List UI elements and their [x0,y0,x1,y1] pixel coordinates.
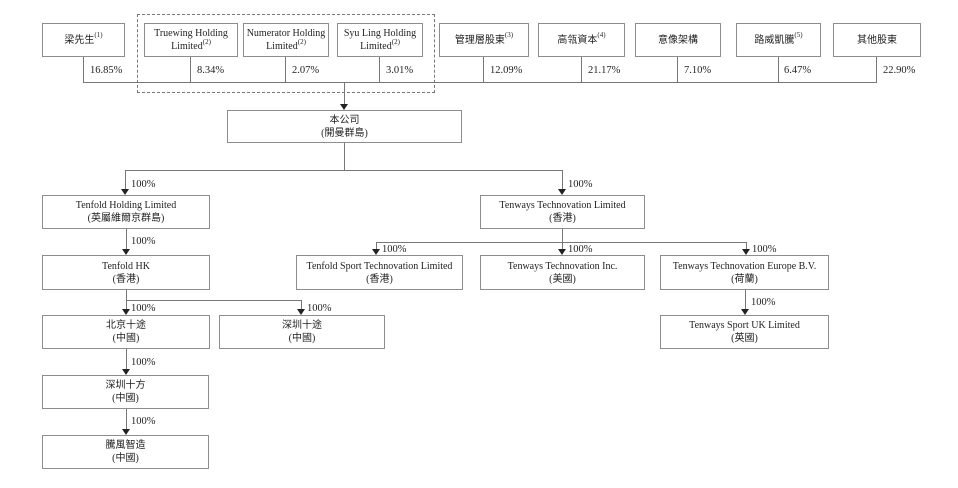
shareholder-box-management-shareholders: 管理層股東(3) [439,23,529,57]
connector-line [379,57,380,82]
arrow-down-icon [558,189,566,195]
company-box-parent: 本公司 (開曼群島) [227,110,462,143]
ownership-100-label: 100% [568,179,593,190]
connector-line [376,242,377,250]
company-box-tenways-europe: Tenways Technovation Europe B.V. (荷蘭) [660,255,829,290]
company-box-shenzhen-shifang: 深圳十方 (中國) [42,375,209,409]
shareholder-box-other-shareholders: 其他股東 [833,23,921,57]
connector-line [285,57,286,82]
arrow-down-icon [122,369,130,375]
company-box-tengfeng-zhizao: 騰風智造 (中國) [42,435,209,469]
ownership-pct-label: 7.10% [684,65,712,76]
company-box-tenways-inc: Tenways Technovation Inc. (美國) [480,255,645,290]
connector-line [126,300,127,310]
company-box-tenfold-hk: Tenfold HK (香港) [42,255,210,290]
arrow-down-icon [340,104,348,110]
ownership-pct-label: 21.17% [588,65,621,76]
arrow-down-icon [297,309,305,315]
shareholder-box-mr-leung: 梁先生(1) [42,23,125,57]
company-box-shenzhen-shitu: 深圳十途 (中國) [219,315,385,349]
connector-line [562,229,563,242]
ownership-100-label: 100% [131,303,156,314]
ownership-100-label: 100% [131,416,156,427]
connector-line [746,242,747,250]
shareholder-box-syu-ling-holding: Syu Ling Holding Limited(2) [337,23,423,57]
ownership-100-label: 100% [307,303,332,314]
connector-line [745,290,746,310]
company-box-tenways-technovation: Tenways Technovation Limited (香港) [480,195,645,229]
shareholder-box-l-catterton: 路威凱騰(5) [736,23,821,57]
connector-line [562,242,563,250]
arrow-down-icon [121,189,129,195]
connector-line [344,143,345,170]
ownership-100-label: 100% [751,297,776,308]
shareholder-box-hillhouse-capital: 高瓴資本(4) [538,23,625,57]
ownership-pct-label: 3.01% [386,65,414,76]
ownership-100-label: 100% [131,179,156,190]
ownership-pct-label: 6.47% [784,65,812,76]
connector-line [778,57,779,82]
connector-line [126,229,127,250]
ownership-pct-label: 8.34% [197,65,225,76]
arrow-down-icon [122,429,130,435]
connector-line [483,57,484,82]
ownership-pct-label: 12.09% [490,65,523,76]
ownership-pct-label: 2.07% [292,65,320,76]
shareholder-box-truewing-holding: Truewing Holding Limited(2) [144,23,238,57]
connector-line [344,82,345,105]
arrow-down-icon [122,309,130,315]
arrow-down-icon [372,249,380,255]
connector-line [876,57,877,82]
connector-line [126,290,127,300]
arrow-down-icon [122,249,130,255]
company-box-tenfold-holding: Tenfold Holding Limited (英屬維爾京群島) [42,195,210,229]
company-box-tenfold-sport: Tenfold Sport Technovation Limited (香港) [296,255,463,290]
arrow-down-icon [558,249,566,255]
company-box-beijing-shitu: 北京十途 (中國) [42,315,210,349]
ownership-100-label: 100% [131,357,156,368]
ownership-100-label: 100% [752,244,777,255]
arrow-down-icon [741,309,749,315]
collector-line [83,82,877,83]
connector-line [83,57,84,82]
splitter-line [376,242,747,243]
connector-line [190,57,191,82]
connector-line [677,57,678,82]
connector-line [126,409,127,430]
splitter-line [126,300,302,301]
shareholder-box-numerator-holding: Numerator Holding Limited(2) [243,23,329,57]
ownership-pct-label: 22.90% [883,65,916,76]
connector-line [125,170,126,190]
connector-line [562,170,563,190]
ownership-100-label: 100% [568,244,593,255]
connector-line [581,57,582,82]
dashed-group-box [137,14,435,93]
ownership-pct-label: 16.85% [90,65,123,76]
connector-line [301,300,302,310]
ownership-100-label: 100% [382,244,407,255]
splitter-line [125,170,563,171]
arrow-down-icon [742,249,750,255]
shareholder-box-yixiang-jiagou: 意像架構 [635,23,721,57]
ownership-100-label: 100% [131,236,156,247]
connector-line [126,349,127,370]
company-box-tenways-uk: Tenways Sport UK Limited (英國) [660,315,829,349]
